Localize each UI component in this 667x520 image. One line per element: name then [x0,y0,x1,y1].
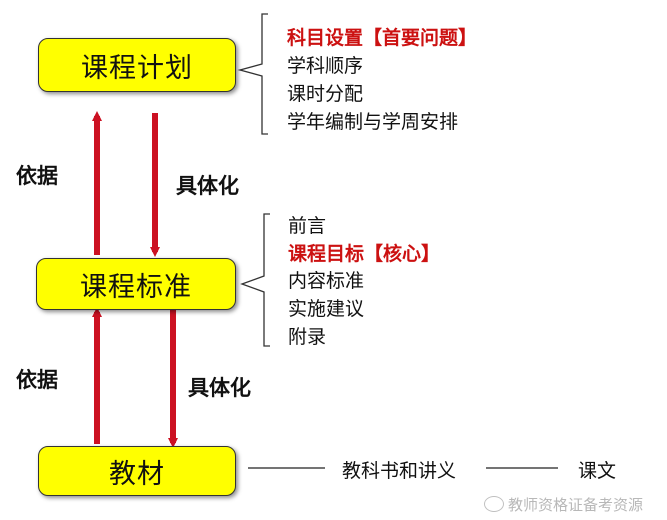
standard-item: 前言 [288,215,327,237]
textbook-chain-end: 课文 [578,460,617,482]
watermark: 教师资格证备考资源 [484,494,643,515]
edge-label-concretize-top: 具体化 [176,174,239,198]
plan-item: 学年编制与学周安排 [287,111,459,133]
textbook-chain-middle: 教科书和讲义 [342,460,457,482]
standard-item: 实施建议 [288,298,365,320]
brace-standard [240,213,270,347]
weibo-icon [484,496,504,512]
standard-item: 课程目标【核心】 [288,243,441,265]
edge-label-basis-top: 依据 [16,164,58,188]
standard-item: 内容标准 [288,270,365,292]
plan-item: 课时分配 [287,83,364,105]
node-course-standard: 课程标准 [36,258,236,310]
node-course-plan: 课程计划 [38,38,236,92]
edge-label-basis-bottom: 依据 [16,368,58,392]
watermark-text: 教师资格证备考资源 [508,496,644,514]
plan-item: 科目设置【首要问题】 [287,27,478,49]
plan-item: 学科顺序 [287,55,364,77]
edge-label-concretize-bottom: 具体化 [188,376,251,400]
standard-item: 附录 [288,326,327,348]
node-textbook: 教材 [38,446,236,496]
brace-plan [237,13,268,135]
